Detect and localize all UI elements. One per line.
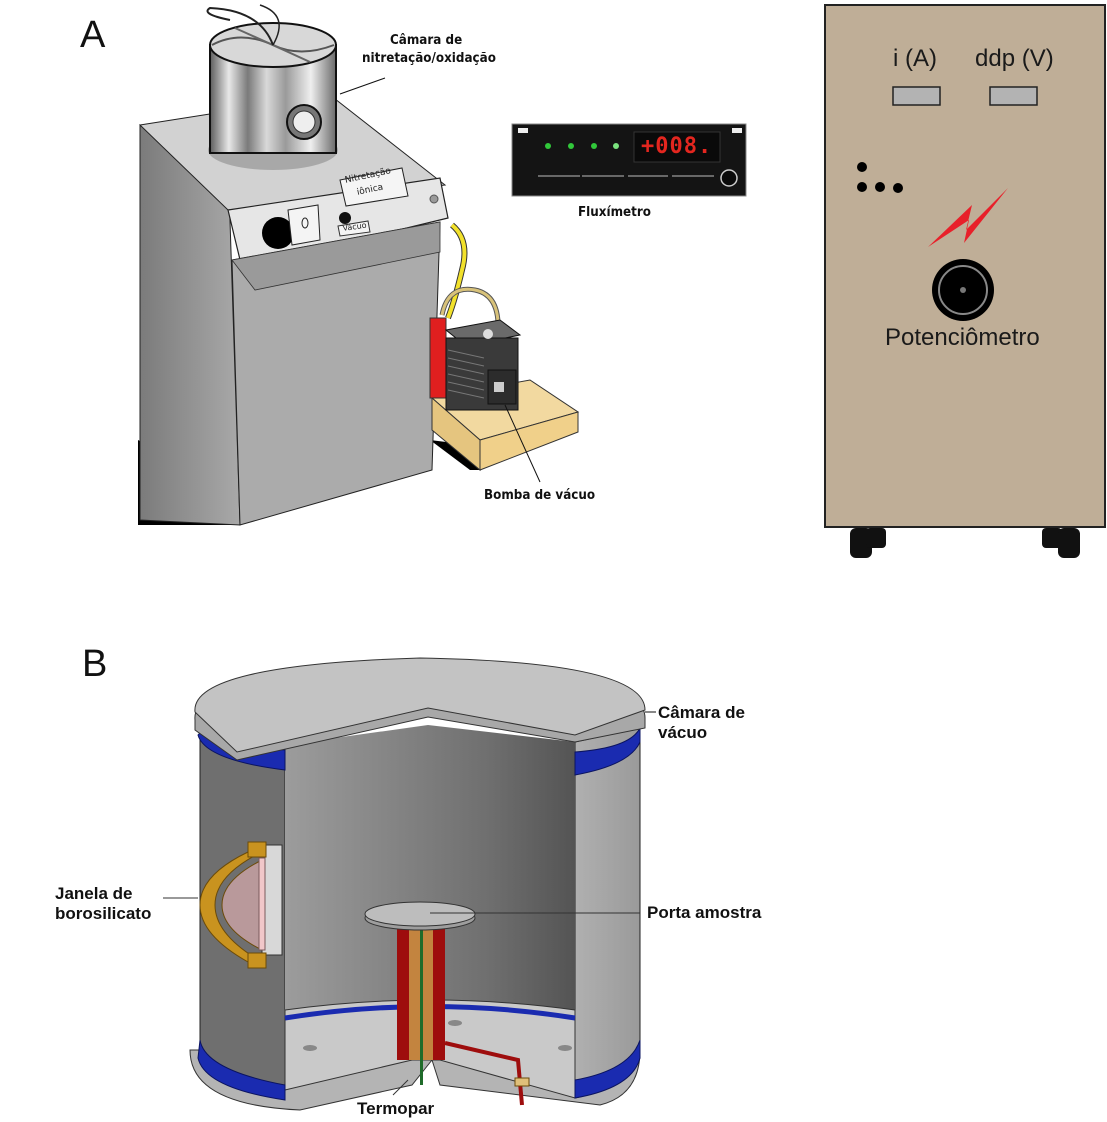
vacuum-pump-illustration xyxy=(429,286,580,483)
vacuum-chamber-label-line2: vácuo xyxy=(658,723,708,742)
thermocouple-label: Termopar xyxy=(357,1099,435,1118)
vacuum-pump-label: Bomba de vácuo xyxy=(484,488,596,503)
power-supply-cabinet xyxy=(824,4,1106,558)
vacuum-chamber-cutaway xyxy=(163,657,656,1111)
flowmeter-display: +008. xyxy=(641,134,713,159)
panel-a-letter: A xyxy=(80,14,106,56)
panel-b-letter: B xyxy=(82,643,108,685)
current-meter xyxy=(892,86,941,106)
current-meter-label: i (A) xyxy=(893,45,937,72)
chamber-label-line1: Câmara de xyxy=(390,33,463,48)
thermocouple-wire xyxy=(420,925,423,1085)
potentiometer-label: Potenciômetro xyxy=(885,324,1040,351)
high-voltage-bolt-icon xyxy=(928,188,1008,247)
sample-holder-label: Porta amostra xyxy=(647,903,762,922)
window-label-line1: Janela de xyxy=(55,884,133,903)
flowmeter-device xyxy=(511,123,747,197)
window-label-line2: borosilicato xyxy=(55,904,152,923)
voltage-meter xyxy=(989,86,1038,106)
chamber-label-line2: nitretação/oxidação xyxy=(362,51,496,66)
vacuum-chamber-label-line1: Câmara de xyxy=(658,703,745,722)
voltage-meter-label: ddp (V) xyxy=(975,45,1054,72)
borosilicate-window xyxy=(199,841,283,969)
sample-holder xyxy=(364,901,530,1106)
nitriding-machine xyxy=(138,4,470,526)
flowmeter-label: Fluxímetro xyxy=(578,205,652,220)
